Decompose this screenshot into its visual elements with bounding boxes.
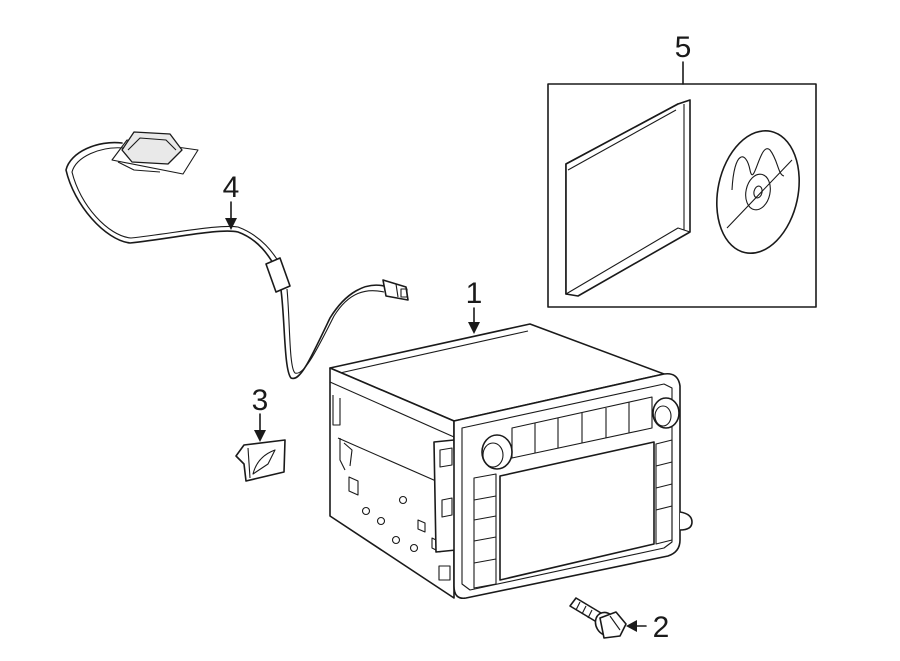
radio-unit — [329, 323, 693, 600]
callout-3: 3 — [252, 384, 269, 442]
antenna-cable-assembly — [65, 131, 409, 380]
callout-label-4: 4 — [223, 171, 240, 204]
callout-2: 2 — [626, 611, 669, 644]
bezel-piece — [235, 439, 286, 482]
callout-5: 5 — [675, 31, 692, 85]
callout-4: 4 — [223, 171, 240, 230]
callout-label-5: 5 — [675, 31, 692, 64]
callout-label-1: 1 — [466, 277, 483, 310]
callout-label-3: 3 — [252, 384, 269, 417]
manual-and-disc-kit — [547, 83, 817, 308]
bolt — [569, 597, 627, 639]
callout-1: 1 — [466, 277, 483, 334]
callout-label-2: 2 — [653, 611, 670, 644]
